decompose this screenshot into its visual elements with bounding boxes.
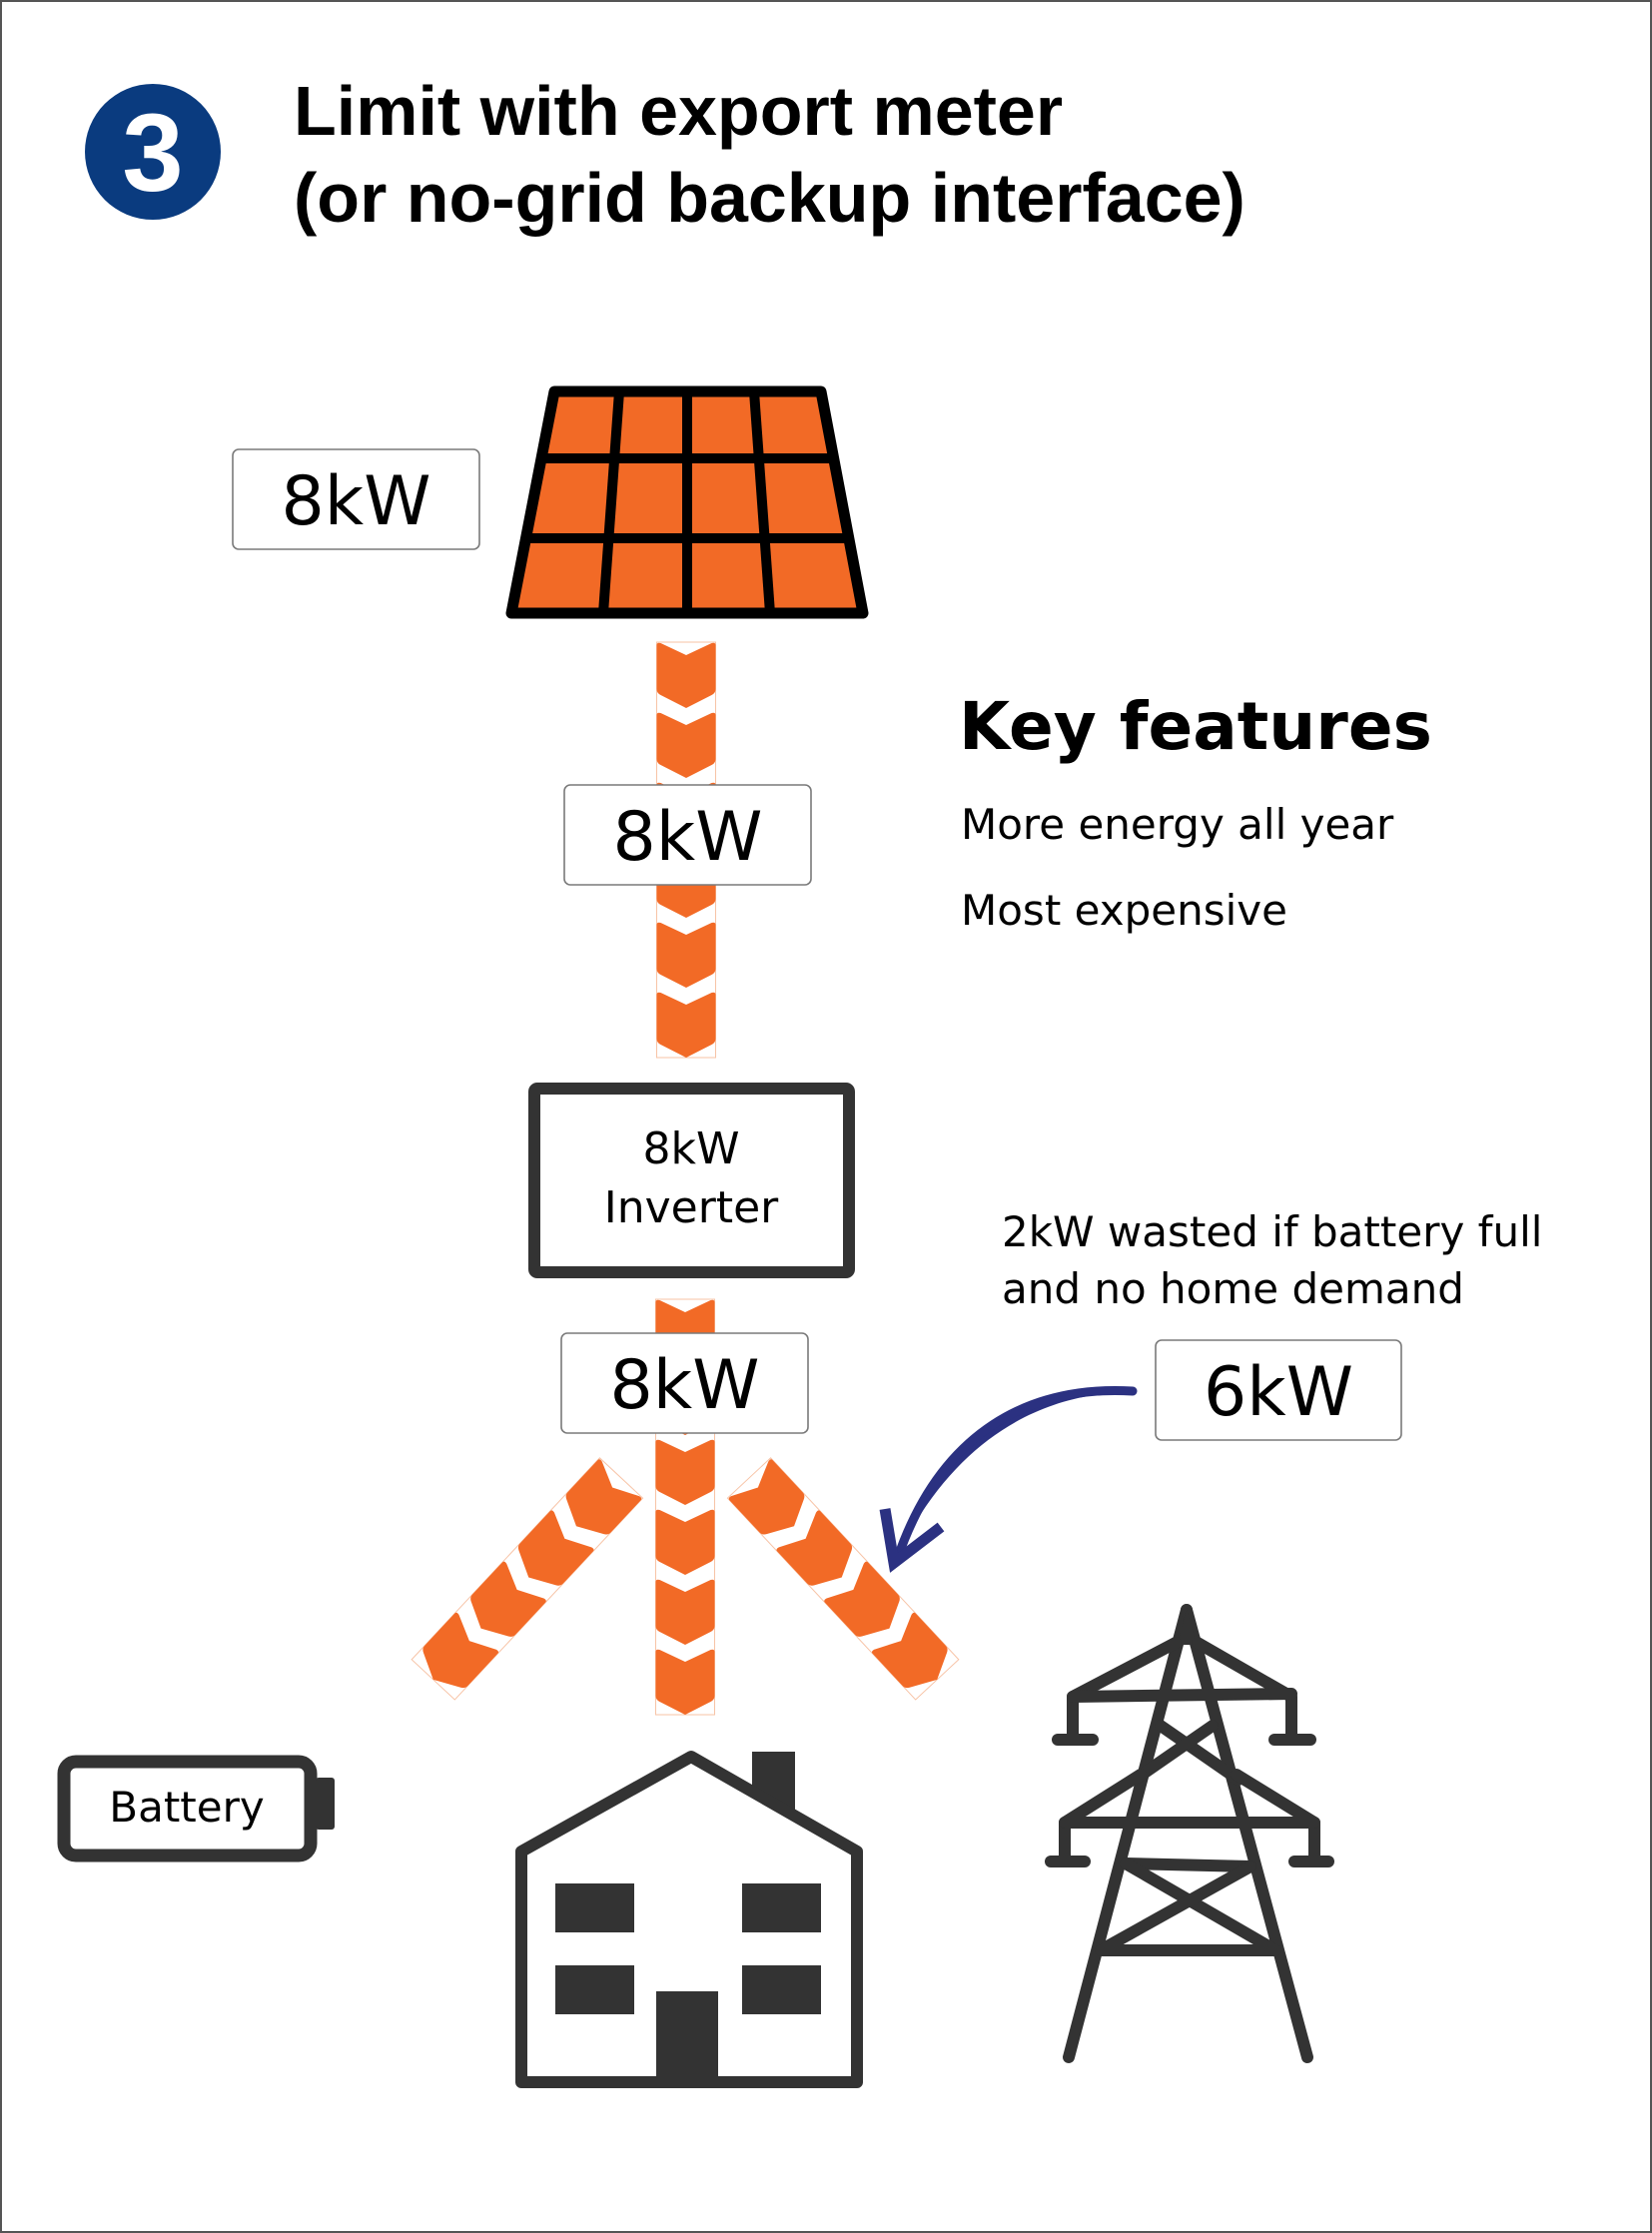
- chevron-down-icon: [656, 922, 716, 988]
- flow-chevrons-to-grid: [726, 1457, 960, 1701]
- flow-strip-guide: [726, 1457, 960, 1701]
- chevron-down-icon: [422, 1612, 499, 1689]
- inverter-name: Inverter: [604, 1182, 779, 1233]
- solar-output-label: 8kW: [232, 448, 480, 550]
- chevron-down-icon: [728, 1459, 805, 1535]
- solar-panel-icon: [505, 385, 869, 619]
- title-line-1: Limit with export meter: [294, 72, 1063, 150]
- key-features: Key features More energy all year Most e…: [959, 688, 1432, 935]
- chevron-down-icon: [655, 1439, 715, 1505]
- chevron-down-icon: [655, 1649, 715, 1715]
- inverter-output-label: 8kW: [560, 1332, 809, 1434]
- key-features-heading: Key features: [959, 688, 1432, 765]
- chevron-down-icon: [656, 992, 716, 1058]
- panel-to-inverter-value: 8kW: [613, 798, 763, 877]
- chevron-down-icon: [776, 1510, 853, 1586]
- panel-to-inverter-label: 8kW: [563, 784, 812, 886]
- export-limit-label: 6kW: [1155, 1339, 1402, 1441]
- flow-strip-guide: [411, 1457, 644, 1701]
- chevron-down-icon: [871, 1612, 948, 1689]
- step-number: 3: [122, 92, 183, 215]
- inverter-rating: 8kW: [643, 1123, 740, 1174]
- export-limit-value: 6kW: [1204, 1353, 1353, 1432]
- waste-note-line-1: 2kW wasted if battery full: [1002, 1207, 1542, 1256]
- chevron-down-icon: [517, 1510, 594, 1586]
- chevron-down-icon: [655, 1579, 715, 1645]
- title-line-2: (or no-grid backup interface): [294, 159, 1245, 237]
- step-badge: [85, 84, 221, 220]
- inverter-box: 8kW Inverter: [528, 1083, 855, 1278]
- battery-label: Battery: [109, 1783, 264, 1832]
- electricity-pylon-icon: [1045, 1604, 1334, 2063]
- chevron-down-icon: [565, 1459, 642, 1535]
- waste-note: 2kW wasted if battery full and no home d…: [1002, 1207, 1542, 1313]
- chevron-down-icon: [655, 1509, 715, 1575]
- key-feature-item: Most expensive: [961, 886, 1287, 935]
- flow-chevrons-to-battery: [411, 1457, 644, 1701]
- curved-arrow-icon: [879, 1385, 1138, 1573]
- header: 3 Limit with export meter (or no-grid ba…: [85, 72, 1245, 237]
- inverter-output-value: 8kW: [610, 1346, 760, 1425]
- solar-output-value: 8kW: [282, 462, 431, 541]
- waste-note-line-2: and no home demand: [1002, 1264, 1464, 1313]
- house-icon: [515, 1751, 863, 2088]
- chevron-down-icon: [656, 642, 716, 708]
- chevron-down-icon: [656, 712, 716, 778]
- key-feature-item: More energy all year: [961, 800, 1394, 849]
- chevron-down-icon: [824, 1561, 900, 1637]
- chevron-down-icon: [470, 1561, 546, 1637]
- battery-icon: Battery: [57, 1755, 335, 1862]
